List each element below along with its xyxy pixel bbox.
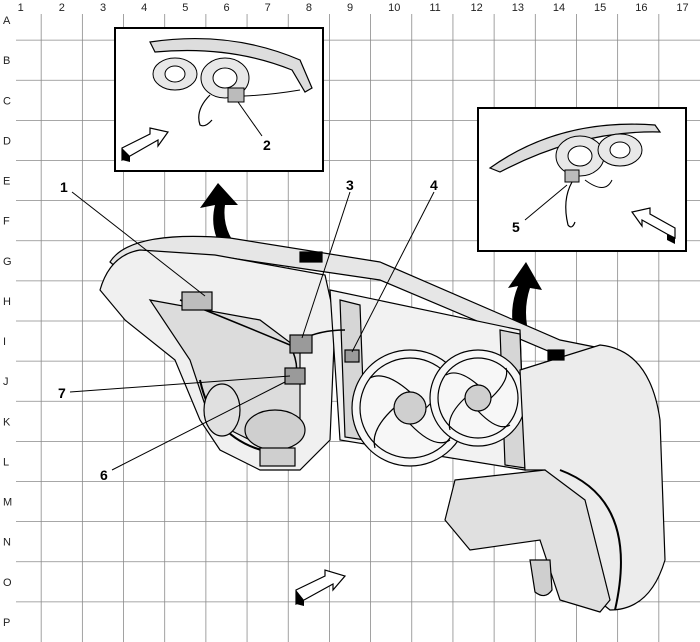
grid-row-label: B [3,55,10,67]
callout-6-leader [111,381,286,471]
detail-arrow-left [200,183,260,275]
callout-4-leader [351,191,435,353]
grid-column-label: 9 [347,2,353,14]
connector-block-4 [344,349,360,363]
callout-3: 3 [346,177,354,193]
grid-column-label: 8 [306,2,312,14]
callout-5-leader [524,184,568,221]
inset-right-headlamp [477,107,687,252]
grid-column-label: 16 [635,2,647,14]
callout-4: 4 [430,177,438,193]
grid-row-label: A [3,15,11,27]
callout-2-leader [237,101,263,137]
grid-row-label: O [3,577,12,589]
grid-column-label: 12 [471,2,483,14]
connector-block-1 [181,291,213,311]
grid-column-label: 7 [265,2,271,14]
callout-2: 2 [263,137,271,153]
grid-row-label: P [3,617,10,629]
grid-column-label: 2 [59,2,65,14]
view-direction-arrow [295,569,347,606]
callout-1: 1 [60,179,68,195]
callout-7: 7 [58,385,66,401]
grid-row-label: L [3,456,9,468]
grid-column-label: 10 [388,2,400,14]
grid-row-label: C [3,95,11,107]
grid-column-label: 11 [429,2,440,14]
grid-column-label: 4 [141,2,147,14]
grid-row-label: F [3,216,10,228]
connector-block-3 [289,334,313,354]
grid-column-label: 15 [594,2,606,14]
grid-column-label: 14 [553,2,565,14]
callout-3-leader [301,191,351,339]
callout-5: 5 [512,219,520,235]
grid-row-label: G [3,256,12,268]
callout-1-leader [71,191,206,297]
callout-7-leader [69,375,291,393]
grid-column-label: 17 [676,2,688,14]
grid-row-label: N [3,537,11,549]
grid-column-label: 13 [512,2,524,14]
vehicle-front-structure [99,235,666,613]
grid-column-label: 3 [100,2,106,14]
grid-row-label: H [3,296,11,308]
grid-row-label: M [3,497,12,509]
grid-row-label: K [3,416,11,428]
grid-row-label: D [3,135,11,147]
detail-arrow-right [508,262,542,338]
grid-row-label: J [3,376,9,388]
inset-left-headlamp [114,27,324,172]
grid-row-label: I [3,336,6,348]
grid-row-label: E [3,176,10,188]
callout-6: 6 [100,467,108,483]
grid-column-label: 1 [18,2,24,14]
callout-leaders [69,191,435,471]
grid-column-label: 6 [223,2,229,14]
grid-column-label: 5 [182,2,188,14]
